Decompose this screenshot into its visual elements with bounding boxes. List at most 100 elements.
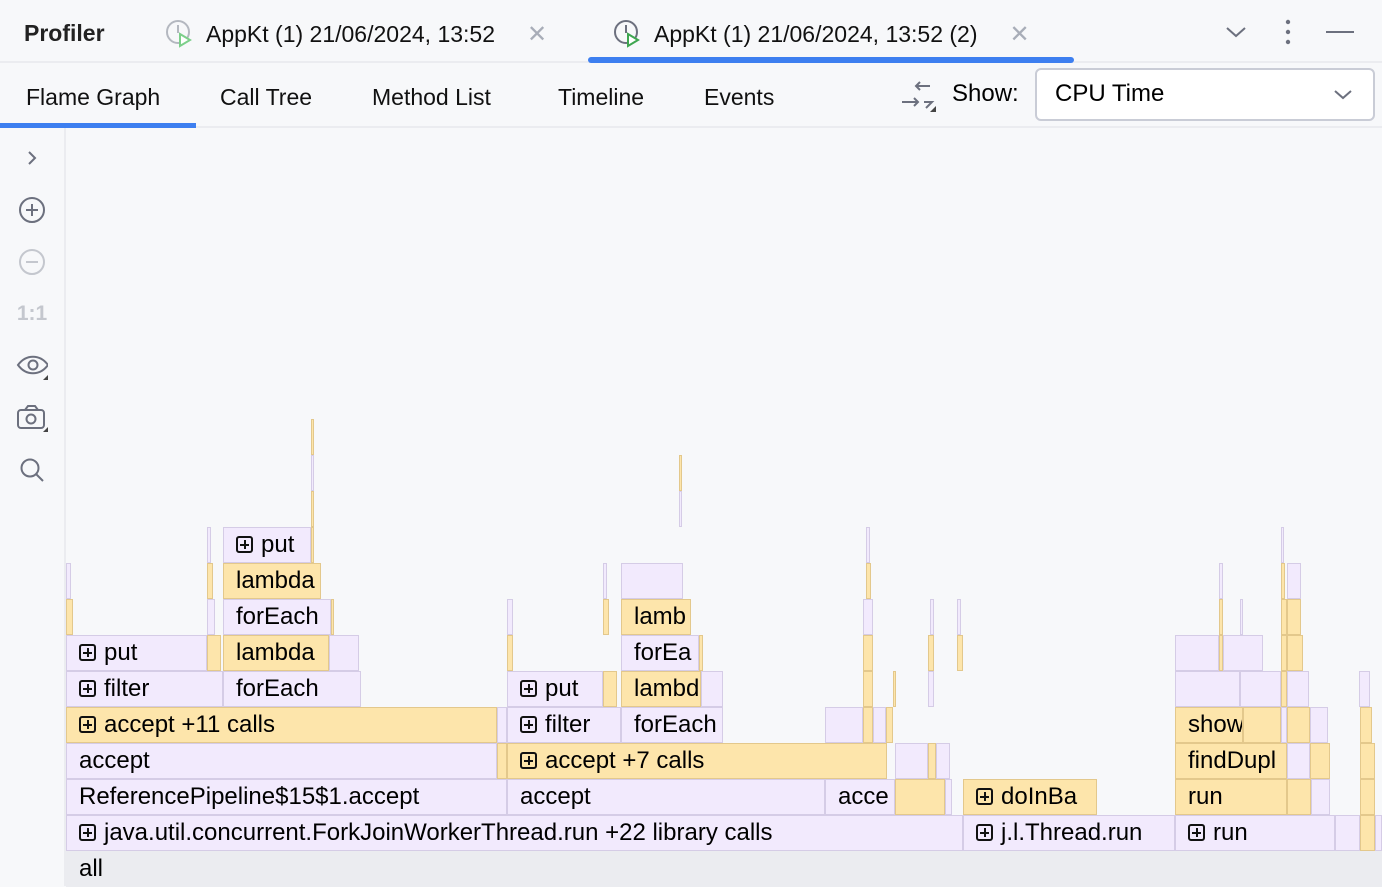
- flame-frame-small[interactable]: [1223, 635, 1263, 671]
- flame-frame-small[interactable]: [873, 707, 886, 743]
- flame-frame-small[interactable]: [311, 491, 314, 527]
- flame-frame-small[interactable]: [603, 671, 617, 707]
- flame-frame-small[interactable]: [930, 599, 934, 635]
- flame-frame-small[interactable]: [621, 563, 683, 599]
- flame-frame-small[interactable]: [895, 743, 928, 779]
- flame-frame-small[interactable]: [863, 671, 873, 707]
- flame-frame[interactable]: forEach: [621, 707, 723, 743]
- expand-plus-icon[interactable]: [79, 716, 96, 733]
- expand-plus-icon[interactable]: [79, 644, 96, 661]
- flame-frame[interactable]: put: [223, 527, 311, 563]
- eye-icon[interactable]: [16, 350, 48, 382]
- flame-frame-small[interactable]: [311, 527, 314, 563]
- compare-arrows-icon[interactable]: [900, 80, 938, 114]
- flame-frame[interactable]: accept: [66, 743, 497, 779]
- flame-frame-small[interactable]: [329, 635, 359, 671]
- expand-plus-icon[interactable]: [976, 824, 993, 841]
- flame-frame-small[interactable]: [893, 671, 896, 707]
- show-metric-select[interactable]: CPU Time: [1035, 68, 1375, 121]
- tab-events[interactable]: Events: [704, 84, 775, 110]
- flame-frame[interactable]: lamb: [621, 599, 691, 635]
- flame-frame-small[interactable]: [1287, 779, 1311, 815]
- tab-call-tree[interactable]: Call Tree: [220, 84, 313, 110]
- tab-snapshot-2[interactable]: AppKt (1) 21/06/2024, 13:52 (2) ✕: [612, 18, 1030, 50]
- more-options-icon[interactable]: [1280, 18, 1296, 46]
- flame-frame-small[interactable]: [1240, 599, 1243, 635]
- flame-frame-small[interactable]: [679, 455, 682, 491]
- tab-timeline[interactable]: Timeline: [558, 84, 645, 110]
- flame-frame-small[interactable]: [866, 527, 870, 563]
- flame-frame[interactable]: j.l.Thread.run: [963, 815, 1175, 851]
- flame-frame[interactable]: lambda: [621, 671, 701, 707]
- flame-frame-small[interactable]: [207, 563, 213, 599]
- flame-frame-small[interactable]: [1287, 599, 1301, 635]
- actual-size-icon[interactable]: 1:1: [16, 302, 48, 325]
- expand-plus-icon[interactable]: [520, 716, 537, 733]
- flame-frame-small[interactable]: [1287, 671, 1309, 707]
- flame-frame-small[interactable]: [66, 563, 71, 599]
- flame-frame-small[interactable]: [1281, 563, 1285, 599]
- flame-frame[interactable]: lambda: [223, 635, 329, 671]
- flame-frame-small[interactable]: [1281, 527, 1284, 563]
- flame-frame-small[interactable]: [1175, 635, 1219, 671]
- tab-method-list[interactable]: Method List: [372, 84, 491, 110]
- flame-frame-small[interactable]: [207, 599, 215, 635]
- flame-frame[interactable]: run: [1175, 779, 1287, 815]
- flame-frame-small[interactable]: [1360, 815, 1375, 851]
- flame-frame-small[interactable]: [1360, 779, 1375, 815]
- flame-frame[interactable]: acce: [825, 779, 895, 815]
- flame-frame-small[interactable]: [497, 707, 507, 743]
- flame-frame-small[interactable]: [863, 599, 873, 635]
- flame-frame-small[interactable]: [1310, 743, 1330, 779]
- expand-plus-icon[interactable]: [976, 788, 993, 805]
- flame-frame[interactable]: filter: [66, 671, 223, 707]
- flame-frame-small[interactable]: [1360, 707, 1372, 743]
- flame-frame[interactable]: java.util.concurrent.ForkJoinWorkerThrea…: [66, 815, 963, 851]
- flame-frame[interactable]: findDupl: [1175, 743, 1287, 779]
- flame-frame-small[interactable]: [1359, 671, 1370, 707]
- expand-plus-icon[interactable]: [79, 680, 96, 697]
- flame-frame[interactable]: filter: [507, 707, 621, 743]
- flame-frame[interactable]: put: [507, 671, 603, 707]
- flame-frame-small[interactable]: [207, 635, 221, 671]
- flame-frame-small[interactable]: [1240, 671, 1281, 707]
- tab-flame-graph[interactable]: Flame Graph: [26, 84, 161, 110]
- flame-frame-small[interactable]: [1311, 779, 1330, 815]
- flame-frame-small[interactable]: [1281, 707, 1287, 743]
- flame-frame-small[interactable]: [1360, 743, 1375, 779]
- flame-frame-small[interactable]: [1219, 599, 1223, 635]
- zoom-out-icon[interactable]: [16, 246, 48, 278]
- flame-frame-small[interactable]: [1375, 815, 1382, 851]
- flame-frame-small[interactable]: [1310, 707, 1328, 743]
- flame-frame-small[interactable]: [936, 743, 950, 779]
- flame-frame-small[interactable]: [928, 671, 934, 707]
- flame-frame[interactable]: all: [66, 851, 1382, 887]
- chevron-down-icon[interactable]: [1224, 22, 1248, 42]
- flame-frame[interactable]: forEa: [621, 635, 699, 671]
- flame-frame-small[interactable]: [311, 455, 314, 491]
- flame-frame-small[interactable]: [957, 599, 961, 635]
- flame-frame-small[interactable]: [331, 599, 334, 635]
- expand-plus-icon[interactable]: [236, 536, 253, 553]
- close-icon[interactable]: ✕: [1009, 20, 1030, 48]
- flame-frame-small[interactable]: [1287, 635, 1303, 671]
- flame-frame-small[interactable]: [1175, 671, 1240, 707]
- flame-frame[interactable]: put: [66, 635, 207, 671]
- flame-frame-small[interactable]: [603, 563, 607, 599]
- flame-frame-small[interactable]: [497, 743, 507, 779]
- flame-frame-small[interactable]: [66, 599, 73, 635]
- flame-frame-small[interactable]: [1287, 707, 1310, 743]
- flame-frame[interactable]: accept +11 calls: [66, 707, 497, 743]
- flame-frame-small[interactable]: [1287, 563, 1301, 599]
- expand-plus-icon[interactable]: [1188, 824, 1205, 841]
- flame-frame-small[interactable]: [863, 635, 873, 671]
- flame-frame-small[interactable]: [701, 671, 723, 707]
- flame-frame[interactable]: forEach: [223, 599, 331, 635]
- flame-frame[interactable]: run: [1175, 815, 1335, 851]
- zoom-in-icon[interactable]: [16, 194, 48, 226]
- flame-frame-small[interactable]: [825, 707, 863, 743]
- search-icon[interactable]: [16, 454, 48, 486]
- expand-plus-icon[interactable]: [520, 680, 537, 697]
- flame-frame-small[interactable]: [1281, 635, 1287, 671]
